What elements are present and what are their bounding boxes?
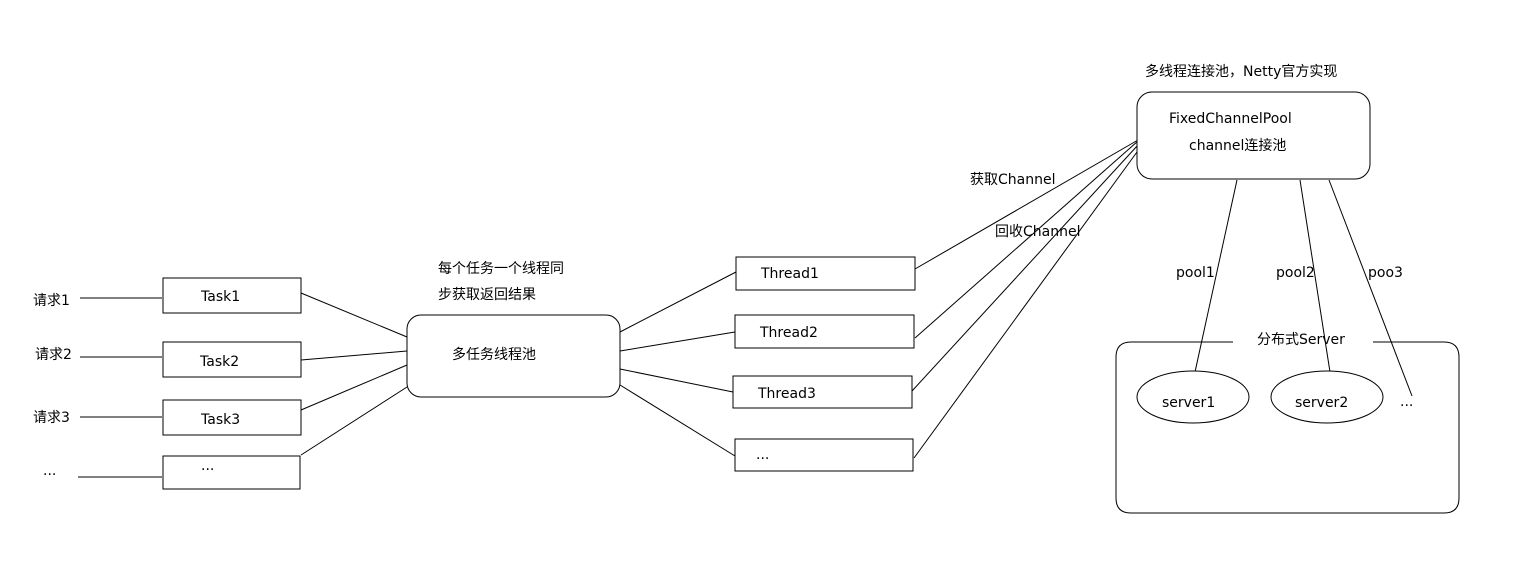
server-2: server2 (1270, 370, 1384, 424)
pool1-label: pool1 (1176, 265, 1215, 281)
thread-3-box: Thread3 (732, 375, 913, 409)
task-more-box: ... (162, 455, 301, 490)
pool1-link-line (1194, 179, 1238, 373)
tasks: Task1 Task2 Task3 ... (162, 277, 302, 490)
task-2-to-pool-line (300, 350, 408, 361)
channel-pool: 多线程连接池，Netty官方实现 FixedChannelPool channe… (1136, 63, 1371, 180)
connectors (78, 139, 1413, 478)
channel-pool-name: FixedChannelPool (1169, 111, 1292, 127)
task-3-label: Task3 (200, 412, 240, 428)
pool-to-thread-2-line (619, 331, 736, 352)
thread-1-box: Thread1 (735, 256, 916, 291)
server-2-label: server2 (1295, 395, 1348, 411)
pool-note-line-1: 每个任务一个线程同 (438, 261, 564, 277)
thread-more-label: ... (756, 447, 769, 463)
task-2-box: Task2 (162, 341, 302, 378)
release-channel-label: 回收Channel (995, 224, 1080, 240)
request-more-label: ... (43, 463, 56, 479)
server-1-label: server1 (1162, 395, 1215, 411)
thread-pool: 每个任务一个线程同 步获取返回结果 多任务线程池 (406, 261, 621, 398)
pool-to-thread-3-line (619, 368, 734, 393)
task-1-to-pool-line (300, 292, 408, 338)
thread-more-to-channel-pool-line (913, 151, 1138, 459)
pool2-label: pool2 (1276, 265, 1315, 281)
pool-link-labels: pool1 pool2 poo3 (1176, 265, 1403, 281)
thread-2-label: Thread2 (759, 325, 818, 341)
poo3-label: poo3 (1368, 265, 1403, 281)
request-1-label: 请求1 (33, 293, 70, 309)
request-3-label: 请求3 (33, 410, 70, 426)
task-2-label: Task2 (199, 354, 239, 370)
pool-to-thread-more-line (619, 384, 736, 457)
thread-2-box: Thread2 (734, 314, 915, 349)
request-2-label: 请求2 (35, 347, 72, 363)
server-1: server1 (1136, 370, 1250, 424)
thread-more-box: ... (734, 438, 914, 472)
pool-to-thread-1-line (619, 271, 737, 333)
pool-note-line-2: 步获取返回结果 (438, 287, 536, 303)
pool2-link-line (1299, 179, 1331, 373)
poo3-link-line (1328, 179, 1413, 397)
thread-3-to-channel-pool-line (911, 144, 1139, 392)
task-1-box: Task1 (162, 277, 302, 314)
distributed-server-label: 分布式Server (1257, 332, 1345, 348)
channel-pool-desc: channel连接池 (1189, 137, 1286, 154)
requests: 请求1 请求2 请求3 ... (33, 293, 72, 479)
channel-pool-caption: 多线程连接池，Netty官方实现 (1145, 63, 1337, 80)
task-1-label: Task1 (200, 289, 240, 305)
distributed-server-box (1115, 341, 1460, 514)
thread-pool-box (406, 314, 621, 398)
acquire-channel-label: 获取Channel (970, 172, 1055, 188)
thread-1-label: Thread1 (760, 266, 819, 282)
channel-pool-box (1136, 91, 1371, 180)
thread-2-to-channel-pool-line (914, 140, 1139, 339)
distributed-server: 分布式Server server1 server2 ... (1115, 332, 1460, 514)
thread-3-label: Thread3 (757, 386, 816, 402)
threads: Thread1 Thread2 Thread3 ... (732, 256, 916, 472)
task-3-box: Task3 (162, 399, 302, 436)
task-3-to-pool-line (300, 364, 408, 411)
task-more-label: ... (201, 458, 214, 474)
server-more-label: ... (1400, 394, 1413, 410)
thread-1-to-channel-pool-line (914, 139, 1139, 270)
task-more-to-pool-line (300, 386, 408, 456)
thread-pool-label: 多任务线程池 (452, 346, 536, 363)
